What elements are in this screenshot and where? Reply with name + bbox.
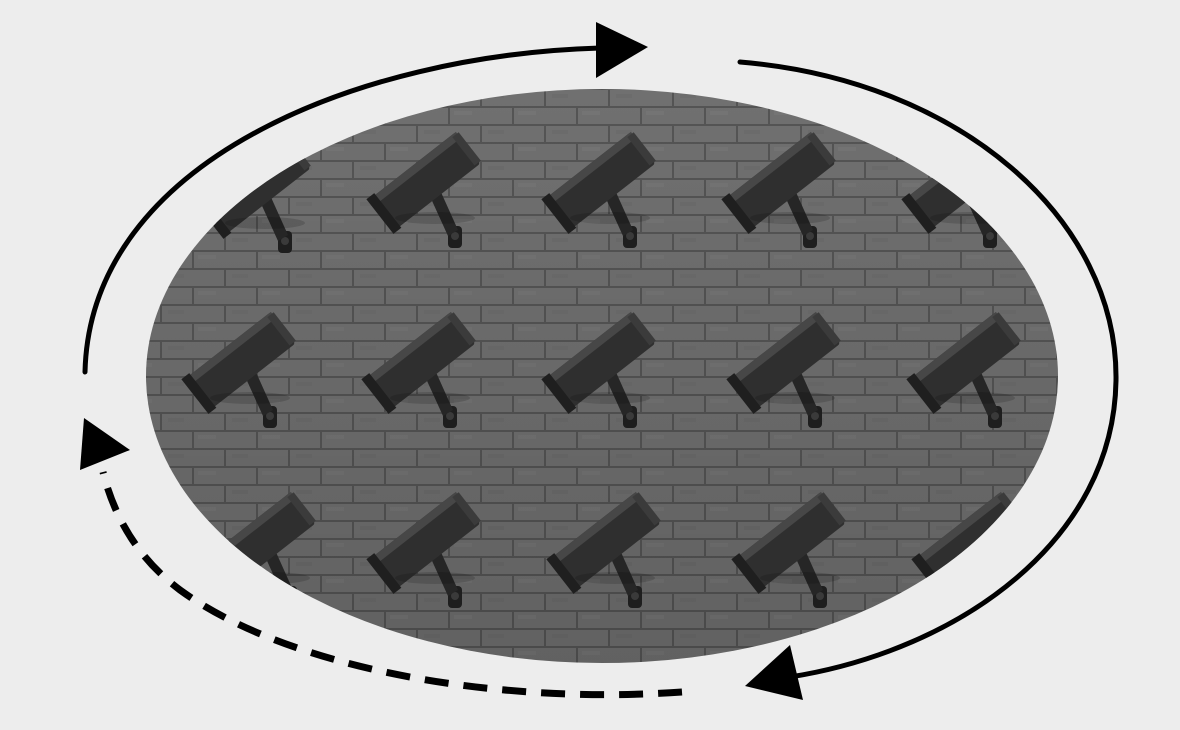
cycle-arc-dashed (99, 471, 683, 699)
surveillance-photo (146, 89, 1058, 663)
arrow-up-left-icon (80, 418, 130, 470)
arrow-right-icon (596, 22, 648, 78)
cycle-arc-top (82, 45, 603, 375)
arrow-left-icon (745, 645, 803, 700)
cycle-arc-right (737, 59, 1119, 680)
